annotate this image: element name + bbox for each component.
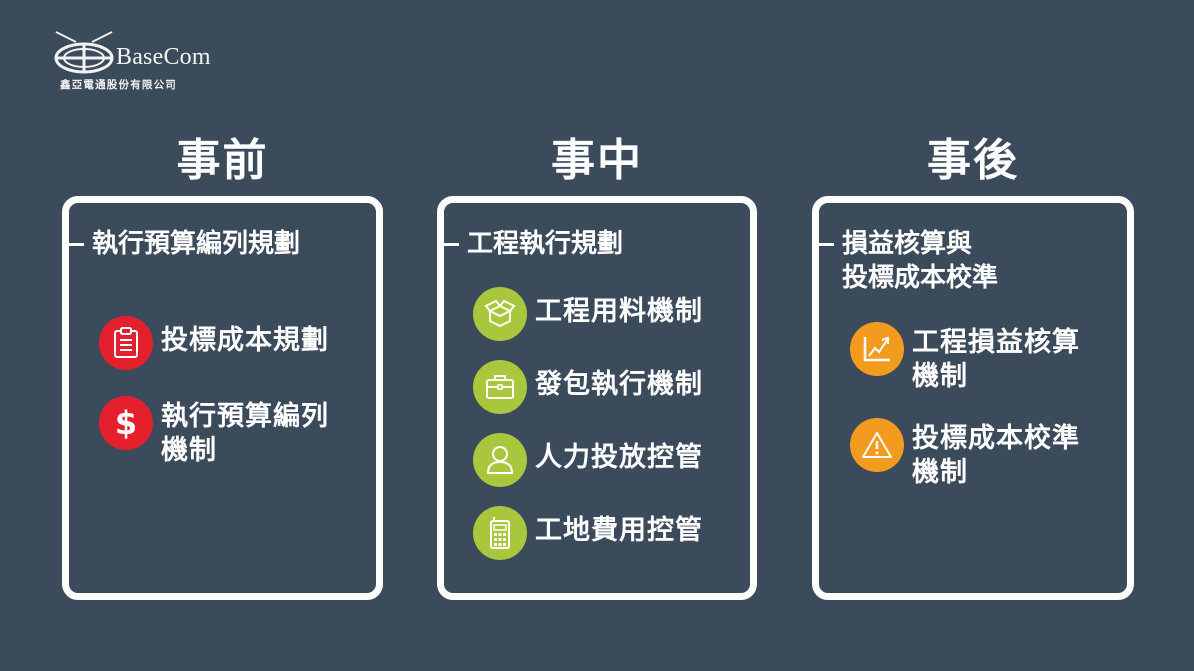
phase-title-post: 事後 (927, 135, 1019, 186)
list-item-execution-budget: $ 執行預算編列 機制 (99, 396, 329, 468)
panel-post: 損益核算與 投標成本校準 工程損益核算 機制 投標成本校準 機制 (812, 196, 1134, 600)
warning-icon (850, 418, 904, 472)
heading-text: 工程執行規劃 (467, 229, 624, 259)
heading-text: 執行預算編列規劃 (92, 229, 301, 259)
brand-name: BaseCom (116, 44, 211, 70)
dash-marker (62, 243, 84, 246)
list-item-subcontract: 發包執行機制 (473, 360, 703, 414)
company-name: 鑫亞電通股份有限公司 (60, 79, 177, 91)
panel-heading: 工程執行規劃 (437, 227, 623, 261)
phase-title-during: 事中 (551, 135, 643, 186)
dollar-icon: $ (99, 396, 153, 450)
list-item-materials: 工程用料機制 (473, 287, 703, 341)
item-label: 發包執行機制 (535, 369, 703, 400)
list-item-bid-cost-planning: 投標成本規劃 (99, 316, 329, 370)
item-label-line2: 機制 (161, 435, 217, 466)
item-label: 人力投放控管 (535, 442, 703, 473)
list-item-site-expenses: 工地費用控管 (473, 506, 703, 560)
panel-during: 工程執行規劃 工程用料機制 發包執行機制 (437, 196, 757, 600)
list-item-manpower: 人力投放控管 (473, 433, 703, 487)
basecom-emblem-icon (54, 31, 114, 74)
item-label-line2: 機制 (912, 457, 968, 488)
item-label-line2: 機制 (912, 361, 968, 392)
list-item-profit-loss: 工程損益核算 機制 (850, 322, 1080, 394)
dash-marker (812, 243, 834, 246)
person-icon (473, 433, 527, 487)
panel-heading: 損益核算與 投標成本校準 (812, 227, 998, 295)
growth-chart-icon (850, 322, 904, 376)
list-item-bid-calibration: 投標成本校準 機制 (850, 418, 1080, 490)
dash-marker (437, 243, 459, 246)
heading-line1: 損益核算與 (842, 229, 973, 259)
panel-pre: 執行預算編列規劃 投標成本規劃 $ 執行預算編列 機制 (62, 196, 383, 600)
item-label-line1: 執行預算編列 (161, 401, 329, 432)
item-label: 工程用料機制 (535, 296, 703, 327)
panel-heading: 執行預算編列規劃 (62, 227, 300, 261)
heading-text: 損益核算與 投標成本校準 (842, 227, 998, 295)
item-label: 工地費用控管 (535, 515, 703, 546)
item-label: 投標成本規劃 (161, 325, 329, 356)
company-logo: BaseCom 鑫亞電通股份有限公司 (52, 28, 242, 92)
calculator-icon (473, 506, 527, 560)
clipboard-icon (99, 316, 153, 370)
item-label-line1: 投標成本校準 (912, 423, 1080, 454)
phase-title-pre: 事前 (176, 135, 269, 186)
item-label-line1: 工程損益核算 (912, 327, 1080, 358)
briefcase-icon (473, 360, 527, 414)
box-icon (473, 287, 527, 341)
heading-line2: 投標成本校準 (842, 263, 999, 293)
